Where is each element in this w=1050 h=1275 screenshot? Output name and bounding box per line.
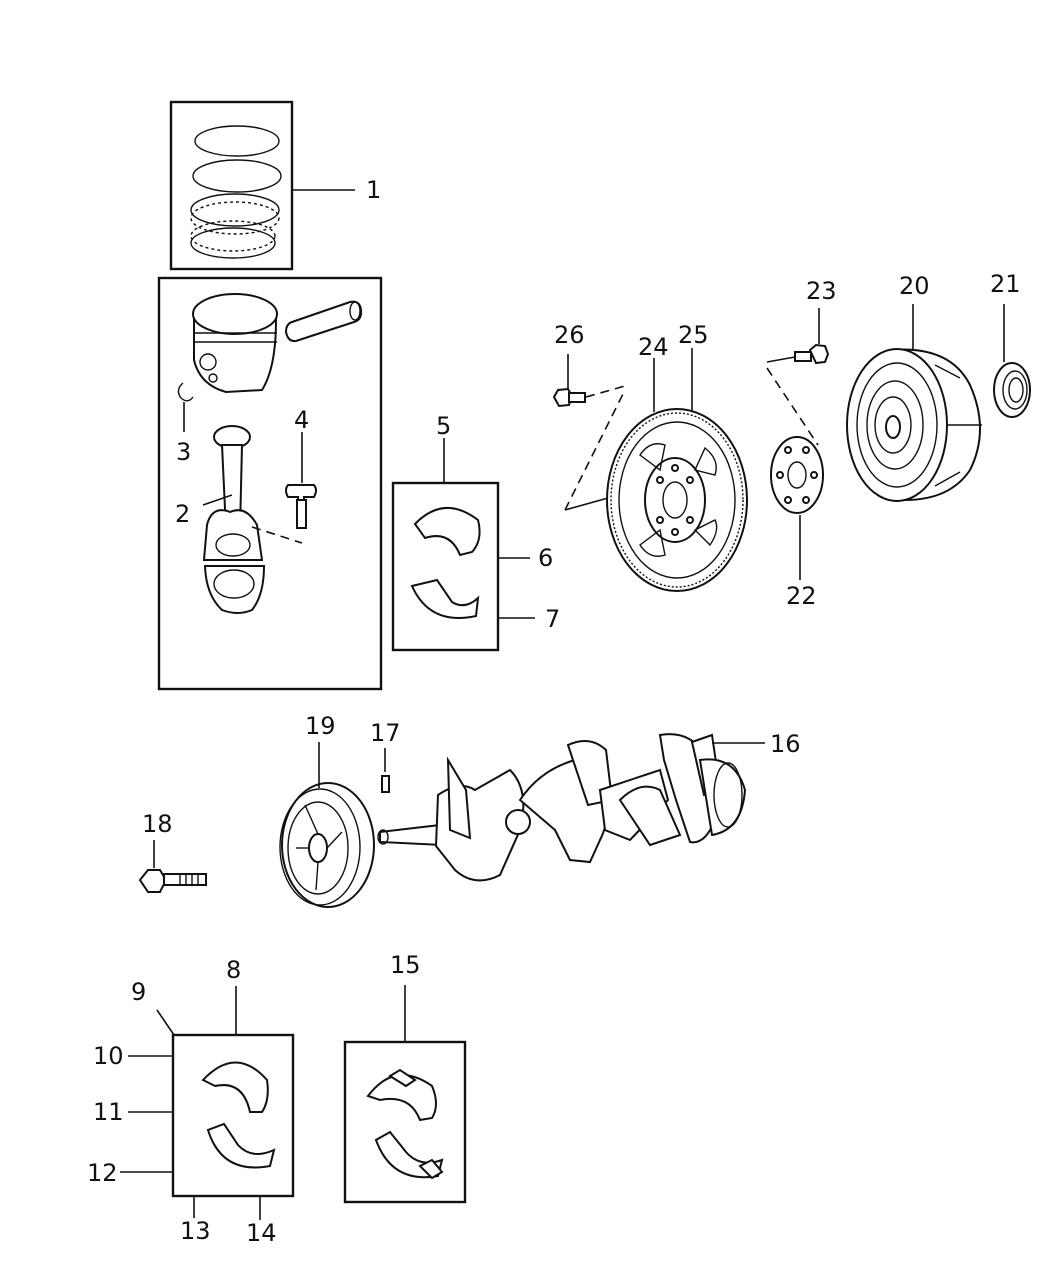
flexplate-bolt-icon	[552, 387, 586, 408]
crankshaft-icon	[377, 733, 747, 882]
callout-3: 3	[176, 438, 191, 466]
callout-2: 2	[175, 500, 190, 528]
damper-bolt-icon	[138, 869, 207, 893]
rod-bolt-icon	[285, 484, 317, 529]
callout-6: 6	[538, 544, 553, 572]
callout-18: 18	[142, 810, 173, 838]
converter-bolt-icon	[794, 343, 830, 365]
callout-23: 23	[806, 277, 837, 305]
flexplate-icon	[606, 408, 748, 592]
callout-24: 24	[638, 333, 669, 361]
callout-26: 26	[554, 321, 585, 349]
callout-11: 11	[93, 1098, 124, 1126]
piston-rod-group	[157, 276, 383, 691]
thrust-bearing-box	[343, 1040, 467, 1204]
piston-icon	[192, 293, 278, 394]
main-bearings-group	[120, 986, 295, 1220]
callout-15: 15	[390, 951, 421, 979]
callout-22: 22	[786, 582, 817, 610]
callout-7: 7	[545, 605, 560, 633]
thrust-bearing-icon	[366, 1068, 444, 1180]
oil-seal-icon	[993, 362, 1031, 418]
callout-21: 21	[990, 270, 1021, 298]
callout-4: 4	[294, 406, 309, 434]
torque-converter-icon	[846, 348, 982, 502]
piston-rings-group	[169, 100, 355, 271]
snap-ring-icon	[177, 382, 194, 402]
callout-14: 14	[246, 1219, 277, 1247]
piston-rod-box	[157, 276, 383, 691]
main-bearings-box	[171, 1033, 295, 1198]
connecting-rod-icon	[202, 425, 266, 614]
piston-rings-icon	[190, 125, 282, 259]
piston-pin-icon	[284, 300, 363, 343]
callout-12: 12	[87, 1159, 118, 1187]
callout-9: 9	[131, 978, 146, 1006]
rod-bearings-box	[391, 481, 500, 652]
callout-5: 5	[436, 412, 451, 440]
callout-1: 1	[366, 176, 381, 204]
callout-16: 16	[770, 730, 801, 758]
thrust-bearing-group	[343, 985, 467, 1204]
adapter-plate-icon	[770, 436, 824, 514]
bearing-shell-icon	[410, 506, 481, 619]
callout-8: 8	[226, 956, 241, 984]
piston-rings-box	[169, 100, 294, 271]
woodruff-key-icon	[381, 775, 390, 793]
main-bearing-shell-icon	[201, 1061, 276, 1169]
callout-13: 13	[180, 1217, 211, 1245]
callout-25: 25	[678, 321, 709, 349]
pulley-icon	[279, 782, 375, 908]
callout-10: 10	[93, 1042, 124, 1070]
callout-20: 20	[899, 272, 930, 300]
callout-17: 17	[370, 719, 401, 747]
rod-bearings-group	[391, 438, 535, 652]
callout-19: 19	[305, 712, 336, 740]
